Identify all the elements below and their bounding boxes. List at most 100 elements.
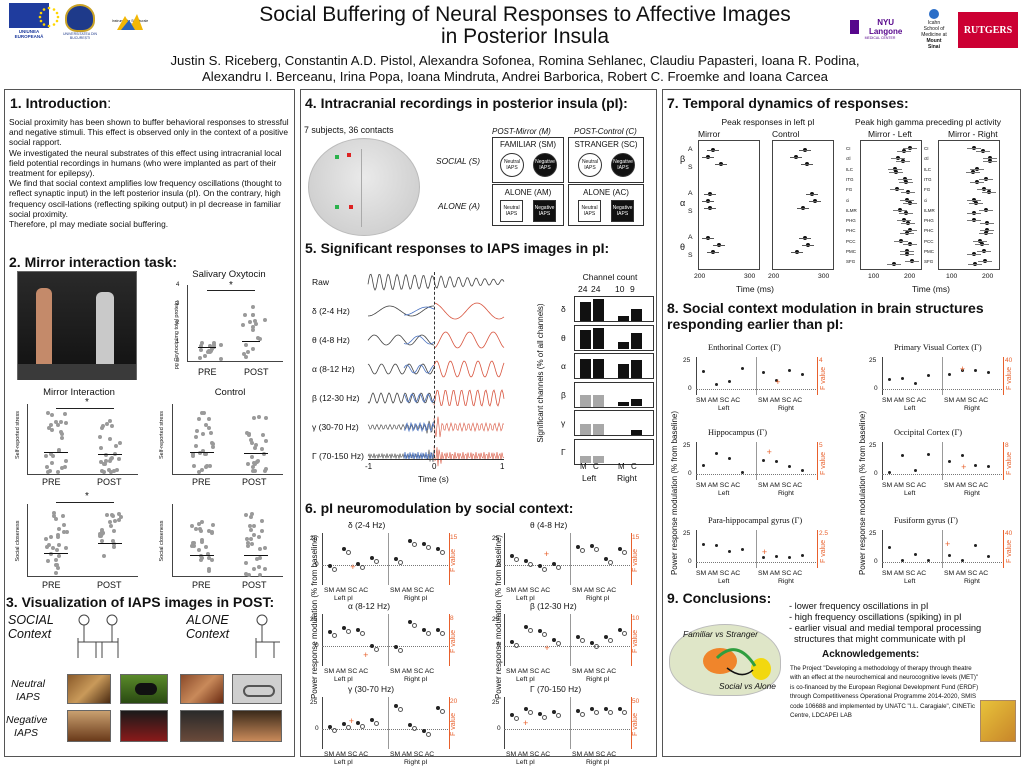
scatter-dot — [197, 526, 202, 531]
a-label: A — [688, 146, 693, 153]
neuromod-point-open — [374, 646, 379, 652]
gamma-xtick-100: 100 — [946, 273, 958, 280]
oxytocin-post-dot — [254, 322, 259, 327]
scatter-dot — [119, 514, 124, 519]
gamma-errorbar — [978, 261, 993, 263]
band-label: θ (4-8 Hz) — [312, 335, 350, 345]
neuromod-point — [618, 627, 622, 632]
s-label: S — [688, 208, 693, 215]
gamma-errorbar — [897, 220, 912, 222]
peak-left-title: Peak responses in left pI — [721, 117, 815, 127]
scatter-mean-line — [44, 553, 68, 555]
neuromod-zero-line — [504, 729, 630, 730]
band-label: Raw — [312, 277, 330, 287]
rutgers-label: RUTGERS — [963, 24, 1013, 36]
structure-axis — [882, 357, 1004, 395]
region-label: ci — [846, 197, 850, 203]
conclusions-list: - lower frequency oscillations in pI - h… — [789, 601, 981, 645]
bar-left-label: Left — [582, 473, 597, 483]
structure-left-label: Left — [718, 490, 730, 497]
structure-point — [702, 463, 705, 467]
structure-point — [762, 556, 765, 560]
structure-point — [775, 460, 778, 464]
scatter-dot — [190, 540, 195, 545]
stranger-box — [568, 137, 644, 183]
participant-figure-2 — [96, 292, 114, 368]
neuromod-point — [370, 556, 374, 561]
oxytocin-post-dot — [245, 349, 250, 354]
band-trace — [433, 389, 505, 407]
neuromod-left-pi: Left pI — [334, 759, 353, 766]
structure-point — [927, 559, 930, 563]
gamma-errorbar — [979, 230, 994, 232]
band-trace — [433, 416, 505, 438]
gamma-errorbar — [966, 254, 981, 255]
oxytocin-tick-label: 3 — [176, 301, 180, 307]
structure-ytick-25: 25 — [683, 530, 691, 537]
stranger-negative-circle: Negative IAPS — [611, 153, 635, 177]
gamma-errorbar — [896, 151, 911, 152]
mirror-task-photo — [17, 271, 137, 380]
intracranial-heading: 4. Intracranial recordings in posterior … — [305, 95, 628, 111]
structure-fmax: 40 — [1005, 530, 1013, 537]
scatter-dot — [211, 444, 216, 449]
title-line-2: in Posterior Insula — [440, 25, 610, 48]
neuromod-point-open — [622, 549, 627, 555]
structure-xcats-right: SM AM SC AC — [758, 570, 803, 577]
neuromod-left-pi: Left pI — [516, 595, 535, 602]
scatter-dot — [99, 469, 104, 474]
region-label: ILC — [924, 166, 932, 172]
neuromod-point-open — [374, 559, 379, 565]
band-greek-label: α — [680, 198, 686, 208]
scatter-dot — [101, 553, 106, 558]
eu-logo-label: UNIUNEA EUROPEANĂ — [14, 29, 44, 39]
eu-logo: UNIUNEA EUROPEANĂ — [6, 3, 60, 39]
band-label: Γ (70-150 Hz) — [312, 451, 364, 461]
structure-point — [888, 471, 891, 475]
gamma-errorbar — [890, 189, 905, 191]
structure-left-label: Left — [718, 578, 730, 585]
structure-flabel: F value — [1005, 540, 1013, 563]
significant-channel-bar — [618, 316, 629, 321]
scatter-mean-line — [244, 452, 268, 454]
scatter-dot — [62, 465, 67, 470]
scatter-dot — [196, 469, 201, 474]
neuromod-f-marker: + — [350, 561, 356, 572]
scatter-dot — [252, 566, 257, 571]
neuromod-point — [328, 563, 332, 568]
structure-title: Fusiform gyrus (Γ) — [894, 516, 958, 525]
region-label: FG — [846, 187, 853, 193]
alone-ac-box — [568, 184, 644, 226]
structure-flabel: F value — [819, 452, 827, 475]
scatter-dot — [45, 410, 50, 415]
familiar-vs-stranger-label: Familiar vs Stranger — [683, 629, 758, 639]
structural-instruments-icon — [117, 14, 143, 30]
structure-fmax: 2.5 — [819, 530, 829, 537]
closeness-significance-bar — [56, 502, 114, 503]
raw-trace — [367, 273, 435, 291]
conclusion-2: - high frequency oscillations (spiking) … — [789, 612, 962, 622]
gamma-errorbar — [982, 161, 997, 163]
bar-m-right: M — [618, 462, 625, 471]
gamma-errorbar — [899, 233, 914, 235]
scatter-dot — [190, 543, 194, 548]
band-trace — [433, 331, 505, 349]
structure-flabel: F value — [819, 540, 827, 563]
neuromod-divider — [388, 697, 389, 749]
scatter-dot — [199, 528, 204, 533]
gamma-errorbar — [977, 251, 992, 252]
oxytocin-post-dot — [258, 336, 263, 341]
neuromod-point — [436, 628, 440, 633]
scatter-dot — [203, 452, 208, 457]
band-label: β (12-30 Hz) — [312, 393, 360, 403]
scatter-dot — [199, 537, 204, 542]
oxytocin-pre-dot — [209, 348, 214, 353]
gamma-errorbar — [893, 209, 908, 211]
structure-ytick-0: 0 — [688, 385, 692, 392]
band-trace — [367, 363, 435, 375]
neuromod-point — [524, 625, 528, 630]
oxytocin-post-dot — [253, 318, 258, 323]
neuromod-point-open — [528, 628, 533, 634]
scatter-dot — [263, 466, 268, 471]
region-label: ILMR — [846, 207, 857, 213]
